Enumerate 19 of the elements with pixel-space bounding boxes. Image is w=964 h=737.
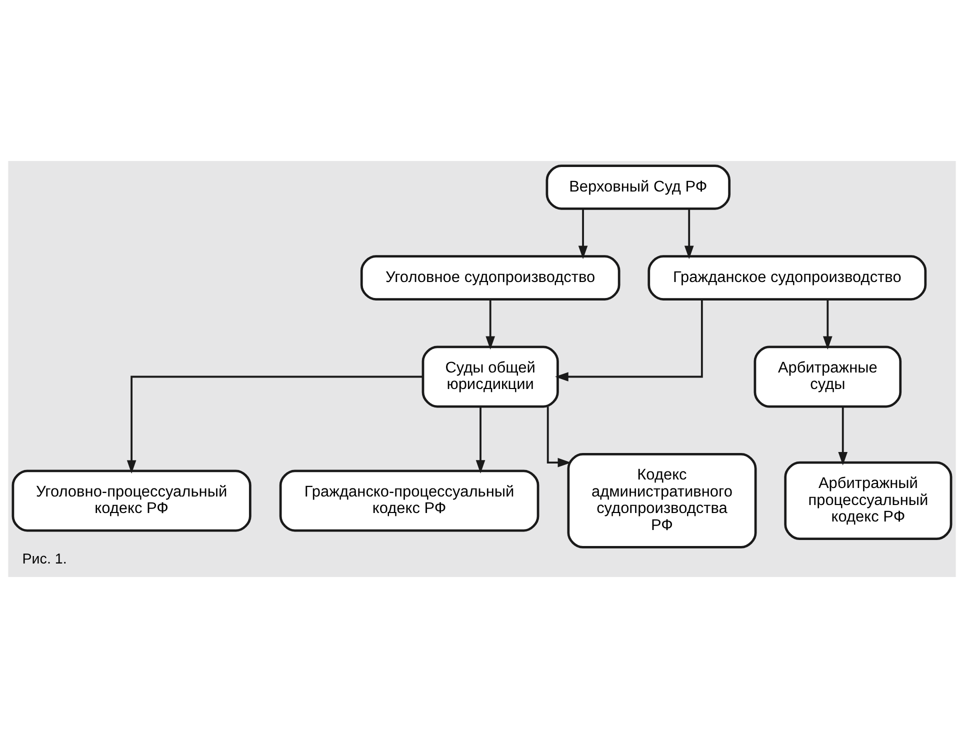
node-box: Гражданское судопроизводство [648,254,927,300]
node-box: Верховный Суд РФ [546,164,731,210]
arrow [578,208,588,259]
node-box: Уголовно-процессуальный кодекс РФ [12,469,252,532]
node-box: Уголовное судопроизводство [360,254,620,300]
arrow [823,298,832,350]
caption: Рис. 1. [22,550,67,567]
node-box: Кодекс административного судопроизводства РФ [567,452,757,548]
node-box: Арбитражный процессуальный кодекс РФ [784,460,952,540]
node-box: Гражданско-процессуальный кодекс РФ [279,469,540,532]
node-box: Суды общей юрисдикции [422,345,559,408]
arrow [554,298,703,381]
arrow [486,298,496,350]
arrow [684,208,694,259]
arrow [126,375,423,474]
arrow [838,406,848,465]
arrow [476,406,486,473]
arrow [546,406,572,467]
node-box: Арбитражные суды [754,345,902,408]
